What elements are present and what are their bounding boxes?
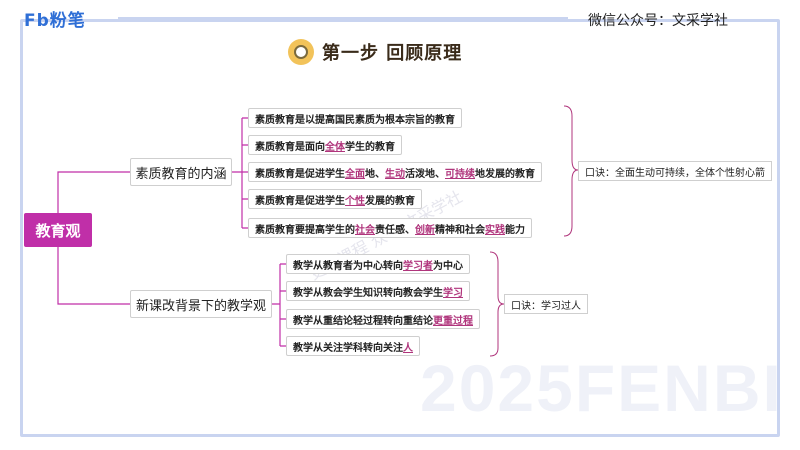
leaf-text: 教学从教会学生知识转向教会学生 bbox=[293, 287, 443, 299]
highlighted-keyword: 更重过程 bbox=[433, 315, 473, 327]
leaf-text: 发展的教育 bbox=[365, 195, 415, 207]
root-node: 教育观 bbox=[24, 213, 92, 247]
highlighted-keyword: 全体 bbox=[325, 141, 345, 153]
leaf-text: 为中心 bbox=[433, 260, 463, 272]
title-text: 第一步 回顾原理 bbox=[322, 43, 463, 64]
leaf-node: 素质教育是以提高国民素质为根本宗旨的教育 bbox=[248, 108, 462, 128]
slide-title: 第一步 回顾原理 bbox=[288, 38, 462, 66]
top-accent-bar bbox=[118, 17, 568, 21]
leaf-node: 素质教育是促进学生个性发展的教育 bbox=[248, 189, 422, 209]
branch-node: 新课改背景下的教学观 bbox=[130, 290, 272, 318]
leaf-node: 素质教育是面向全体学生的教育 bbox=[248, 135, 402, 155]
highlighted-keyword: 可持续 bbox=[445, 168, 475, 180]
leaf-node: 教学从教会学生知识转向教会学生学习 bbox=[286, 281, 470, 301]
leaf-node: 素质教育要提高学生的社会责任感、创新精神和社会实践能力 bbox=[248, 218, 532, 238]
leaf-text: 活泼地、 bbox=[405, 168, 445, 180]
leaf-node: 教学从教育者为中心转向学习者为中心 bbox=[286, 254, 470, 274]
leaf-text: 教学从教育者为中心转向 bbox=[293, 260, 403, 272]
fenbi-logo: Fb粉笔 bbox=[24, 11, 86, 31]
watermark-text: 2025FENBI bbox=[420, 351, 783, 425]
highlighted-keyword: 社会 bbox=[355, 224, 375, 236]
highlighted-keyword: 生动 bbox=[385, 168, 405, 180]
leaf-text: 学生的教育 bbox=[345, 141, 395, 153]
leaf-text: 能力 bbox=[505, 224, 525, 236]
leaf-text: 素质教育是促进学生 bbox=[255, 168, 345, 180]
leaf-text: 教学从关注学科转向关注 bbox=[293, 342, 403, 354]
leaf-text: 地发展的教育 bbox=[475, 168, 535, 180]
mnemonic-note: 口诀：全面生动可持续，全体个性射心箭 bbox=[578, 161, 772, 181]
highlighted-keyword: 学习 bbox=[443, 287, 463, 299]
mnemonic-note: 口诀：学习过人 bbox=[504, 294, 588, 314]
leaf-text: 素质教育要提高学生的 bbox=[255, 224, 355, 236]
highlighted-keyword: 创新 bbox=[415, 224, 435, 236]
highlighted-keyword: 人 bbox=[403, 342, 413, 354]
leaf-text: 素质教育是促进学生 bbox=[255, 195, 345, 207]
leaf-node: 教学从关注学科转向关注人 bbox=[286, 336, 420, 356]
leaf-text: 精神和社会 bbox=[435, 224, 485, 236]
leaf-text: 教学从重结论轻过程转向重结论 bbox=[293, 315, 433, 327]
highlighted-keyword: 个性 bbox=[345, 195, 365, 207]
branch-node: 素质教育的内涵 bbox=[130, 158, 232, 186]
leaf-node: 素质教育是促进学生全面地、生动活泼地、可持续地发展的教育 bbox=[248, 162, 542, 182]
leaf-text: 责任感、 bbox=[375, 224, 415, 236]
compass-icon bbox=[288, 39, 314, 65]
wechat-account: 微信公众号：文采学社 bbox=[588, 13, 728, 29]
leaf-text: 素质教育是以提高国民素质为根本宗旨的教育 bbox=[255, 114, 455, 126]
highlighted-keyword: 学习者 bbox=[403, 260, 433, 272]
leaf-text: 地、 bbox=[365, 168, 385, 180]
highlighted-keyword: 全面 bbox=[345, 168, 365, 180]
leaf-node: 教学从重结论轻过程转向重结论更重过程 bbox=[286, 309, 480, 329]
highlighted-keyword: 实践 bbox=[485, 224, 505, 236]
leaf-text: 素质教育是面向 bbox=[255, 141, 325, 153]
